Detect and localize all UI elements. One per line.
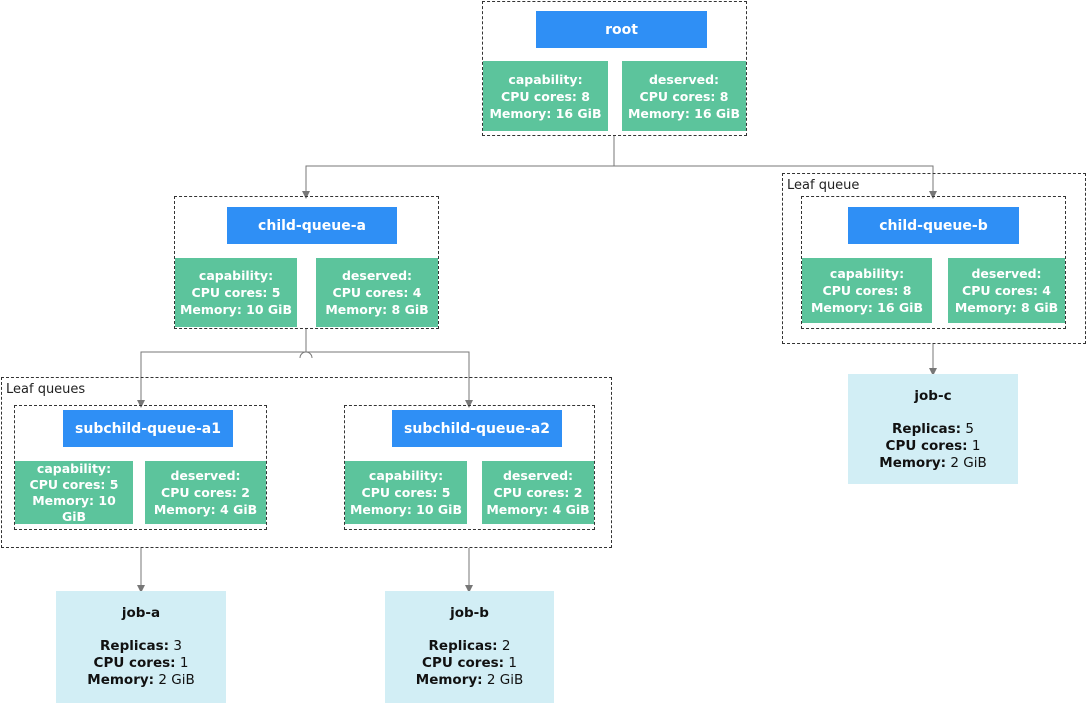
capability-header: capability: (368, 468, 444, 483)
deserved-memory: Memory: 16 GiB (627, 105, 740, 121)
child-queue-b-frame (801, 196, 1066, 329)
deserved-header: deserved: (971, 266, 1042, 281)
memory-value: 2 GiB (158, 672, 195, 688)
job-title: job-c (914, 388, 952, 404)
replicas-label: Replicas: (100, 638, 170, 654)
replicas-value: 5 (965, 421, 974, 437)
capability-header: capability: (829, 266, 905, 281)
job-b-box[interactable]: job-b Replicas: 2 CPU cores: 1 Memory: 2… (385, 591, 554, 703)
capability-memory: Memory: 10 (32, 492, 116, 508)
capability-header: capability: (36, 461, 112, 476)
job-c-box[interactable]: job-c Replicas: 5 CPU cores: 1 Memory: 2… (848, 374, 1018, 484)
deserved-header: deserved: (341, 268, 413, 283)
replicas-label: Replicas: (892, 421, 962, 437)
job-replicas: Replicas: 3 (56, 638, 226, 655)
subchild-queue-a2-title[interactable]: subchild-queue-a2 (392, 410, 562, 447)
edge-child-a-sub-a2 (306, 351, 473, 408)
cpu-value: 1 (508, 655, 517, 671)
edge-root-child-a (302, 136, 615, 199)
leaf-queues-label: Leaf queues (6, 382, 86, 397)
subchild-queue-a2-frame (344, 405, 595, 530)
job-memory: Memory: 2 GiB (56, 672, 226, 689)
capability-cpu: CPU cores: 5 (361, 485, 451, 500)
edge-root-child-b (614, 165, 937, 199)
leaf-queue-label: Leaf queue (787, 178, 860, 193)
capability-cpu: CPU cores: 5 (29, 476, 119, 492)
capability-header: capability: (198, 268, 274, 283)
job-title: job-a (121, 605, 161, 621)
deserved-cpu: CPU cores: 8 (639, 88, 729, 104)
job-cpu: CPU cores: 1 (385, 655, 554, 672)
cpu-label: CPU cores: (885, 438, 968, 454)
capability-memory: Memory: 10 GiB (179, 302, 292, 317)
replicas-value: 3 (173, 638, 182, 654)
subchild-queue-a2-deserved-box: deserved: CPU cores: 2 Memory: 4 GiB (482, 461, 594, 524)
capability-memory: Memory: 16 GiB (810, 300, 923, 315)
child-queue-b-capability-box: capability: CPU cores: 8 Memory: 16 GiB (802, 258, 932, 323)
child-queue-b-title[interactable]: child-queue-b (848, 207, 1019, 244)
capability-memory-unit: GiB (61, 508, 87, 524)
job-replicas: Replicas: 2 (385, 638, 554, 655)
capability-header: capability: (508, 71, 583, 87)
deserved-memory: Memory: 4 GiB (486, 502, 590, 517)
edge-child-a-sub-a1 (137, 328, 307, 408)
memory-label: Memory: (879, 455, 947, 471)
child-queue-a-frame (174, 196, 439, 329)
job-title: job-b (450, 605, 489, 621)
replicas-label: Replicas: (428, 638, 498, 654)
job-a-box[interactable]: job-a Replicas: 3 CPU cores: 1 Memory: 2… (56, 591, 226, 703)
memory-label: Memory: (415, 672, 483, 688)
deserved-header: deserved: (170, 468, 241, 483)
job-cpu: CPU cores: 1 (848, 438, 1018, 455)
memory-label: Memory: (87, 672, 155, 688)
root-capability-box: capability: CPU cores: 8 Memory: 16 GiB (483, 61, 608, 131)
cpu-value: 1 (971, 438, 981, 454)
deserved-cpu: CPU cores: 2 (161, 485, 250, 500)
subchild-queue-a1-title[interactable]: subchild-queue-a1 (63, 410, 233, 447)
child-queue-b-deserved-box: deserved: CPU cores: 4 Memory: 8 GiB (948, 258, 1065, 323)
leaf-queues-group-frame (1, 377, 612, 548)
memory-value: 2 GiB (950, 455, 987, 471)
cpu-label: CPU cores: (422, 655, 505, 671)
subchild-queue-a1-frame (14, 405, 267, 530)
replicas-value: 2 (501, 638, 511, 654)
deserved-memory: Memory: 8 GiB (325, 302, 429, 317)
deserved-memory: Memory: 8 GiB (954, 300, 1059, 315)
root-deserved-box: deserved: CPU cores: 8 Memory: 16 GiB (622, 61, 746, 131)
deserved-cpu: CPU cores: 4 (332, 285, 422, 300)
child-queue-a-capability-box: capability: CPU cores: 5 Memory: 10 GiB (175, 258, 297, 327)
cpu-value: 1 (179, 655, 189, 671)
root-queue-title[interactable]: root (536, 11, 707, 48)
deserved-cpu: CPU cores: 4 (962, 283, 1051, 298)
job-cpu: CPU cores: 1 (56, 655, 226, 672)
capability-memory: Memory: 10 GiB (349, 502, 462, 517)
child-queue-a-title[interactable]: child-queue-a (227, 207, 397, 244)
root-queue-frame (482, 1, 747, 136)
deserved-header: deserved: (648, 71, 720, 87)
capability-cpu: CPU cores: 8 (822, 283, 912, 298)
job-memory: Memory: 2 GiB (848, 455, 1018, 472)
deserved-header: deserved: (502, 468, 574, 483)
capability-cpu: CPU cores: 8 (501, 88, 590, 104)
subchild-queue-a1-capability-box: capability: CPU cores: 5 Memory: 10 GiB (15, 461, 133, 524)
line-hop (299, 351, 313, 359)
job-memory: Memory: 2 GiB (385, 672, 554, 689)
cpu-label: CPU cores: (93, 655, 176, 671)
deserved-memory: Memory: 4 GiB (153, 502, 258, 517)
job-replicas: Replicas: 5 (848, 421, 1018, 438)
capability-cpu: CPU cores: 5 (191, 285, 281, 300)
deserved-cpu: CPU cores: 2 (493, 485, 583, 500)
memory-value: 2 GiB (486, 672, 524, 688)
subchild-queue-a1-deserved-box: deserved: CPU cores: 2 Memory: 4 GiB (145, 461, 266, 524)
subchild-queue-a2-capability-box: capability: CPU cores: 5 Memory: 10 GiB (345, 461, 467, 524)
child-queue-a-deserved-box: deserved: CPU cores: 4 Memory: 8 GiB (316, 258, 438, 327)
capability-memory: Memory: 16 GiB (489, 105, 602, 121)
